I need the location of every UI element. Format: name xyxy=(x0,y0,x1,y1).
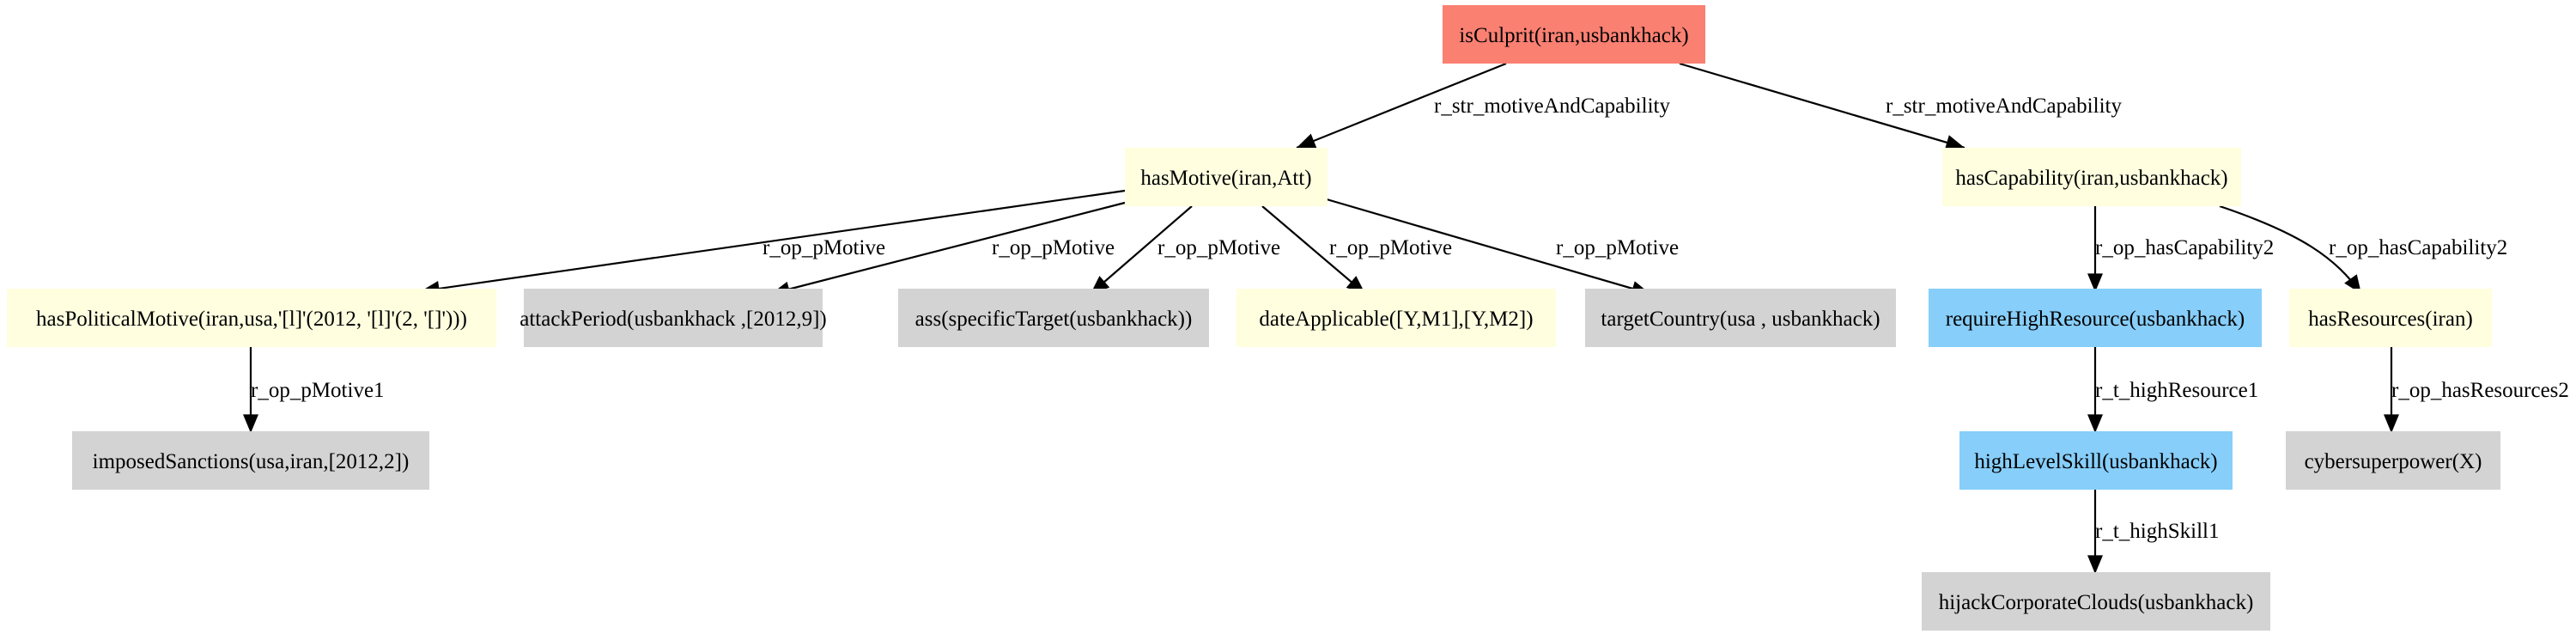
node-ass-box xyxy=(898,289,1209,347)
node-has-political-motive[interactable]: hasPoliticalMotive(iran,usa,'[l]'(2012, … xyxy=(7,289,496,347)
node-date-applicable[interactable]: dateApplicable([Y,M1],[Y,M2]) xyxy=(1236,289,1556,347)
node-has-capability-box xyxy=(1942,148,2241,206)
node-root-label: isCulprit(iran,usbankhack) xyxy=(1459,24,1688,47)
edge-label-motive-date: r_op_pMotive xyxy=(1329,236,1452,259)
edge-label-require-skill: r_t_highResource1 xyxy=(2095,379,2258,402)
edge-label-motive-attackperiod: r_op_pMotive xyxy=(992,236,1115,259)
node-target-country-box xyxy=(1585,289,1896,347)
node-imposed-sanctions[interactable]: imposedSanctions(usa,iran,[2012,2]) xyxy=(72,431,429,490)
node-attack-period-label: attackPeriod(usbankhack ,[2012,9]) xyxy=(519,308,827,331)
node-has-political-motive-label: hasPoliticalMotive(iran,usa,'[l]'(2012, … xyxy=(36,308,467,331)
node-target-country-label: targetCountry(usa , usbankhack) xyxy=(1601,308,1880,331)
node-hijack-corporate-clouds-box xyxy=(1922,572,2270,631)
edge-label-root-motive: r_str_motiveAndCapability xyxy=(1434,94,1670,118)
edge-label-motive-ass: r_op_pMotive xyxy=(1157,236,1280,259)
node-has-motive-label: hasMotive(iran,Att) xyxy=(1140,167,1311,190)
node-has-capability[interactable]: hasCapability(iran,usbankhack) xyxy=(1942,148,2241,206)
node-ass[interactable]: ass(specificTarget(usbankhack)) xyxy=(898,289,1209,347)
node-high-level-skill-box xyxy=(1959,431,2233,490)
edges: r_str_motiveAndCapability r_str_motiveAn… xyxy=(243,62,2569,575)
node-root[interactable]: isCulprit(iran,usbankhack) xyxy=(1443,5,1705,64)
node-target-country[interactable]: targetCountry(usa , usbankhack) xyxy=(1585,289,1896,347)
edge-label-capability-require: r_op_hasCapability2 xyxy=(2095,236,2274,259)
node-cybersuperpower[interactable]: cybersuperpower(X) xyxy=(2286,431,2500,490)
node-has-motive[interactable]: hasMotive(iran,Att) xyxy=(1125,148,1327,206)
edge-label-political-sanctions: r_op_pMotive1 xyxy=(251,379,385,402)
node-require-high-resource-box xyxy=(1929,289,2262,347)
node-date-applicable-box xyxy=(1236,289,1556,347)
edge-label-root-capability: r_str_motiveAndCapability xyxy=(1886,94,2122,118)
node-high-level-skill[interactable]: highLevelSkill(usbankhack) xyxy=(1959,431,2233,490)
edge-motive-date xyxy=(1261,205,1366,295)
edge-motive-attackperiod xyxy=(770,201,1126,297)
node-attack-period[interactable]: attackPeriod(usbankhack ,[2012,9]) xyxy=(519,289,827,347)
edge-label-skill-hijack: r_t_highSkill1 xyxy=(2095,520,2219,543)
node-imposed-sanctions-box xyxy=(72,431,429,490)
node-has-motive-box xyxy=(1125,148,1327,206)
node-ass-label: ass(specificTarget(usbankhack)) xyxy=(915,308,1193,331)
edge-root-capability xyxy=(1679,62,1965,150)
edge-capability-resources xyxy=(2219,204,2362,295)
node-has-resources-box xyxy=(2289,289,2492,347)
node-high-level-skill-label: highLevelSkill(usbankhack) xyxy=(1974,450,2217,473)
node-has-capability-label: hasCapability(iran,usbankhack) xyxy=(1955,167,2227,190)
edge-label-capability-resources: r_op_hasCapability2 xyxy=(2329,236,2507,259)
edge-motive-political xyxy=(420,189,1126,296)
edge-label-motive-political: r_op_pMotive xyxy=(762,236,885,259)
node-cybersuperpower-box xyxy=(2286,431,2500,490)
edge-root-motive xyxy=(1296,62,1507,149)
nodes: isCulprit(iran,usbankhack) hasMotive(ira… xyxy=(7,5,2500,631)
node-hijack-corporate-clouds[interactable]: hijackCorporateClouds(usbankhack) xyxy=(1922,572,2270,631)
node-attack-period-box xyxy=(524,289,823,347)
edge-motive-ass xyxy=(1090,205,1193,295)
node-root-box xyxy=(1443,5,1705,64)
node-require-high-resource[interactable]: requireHighResource(usbankhack) xyxy=(1929,289,2262,347)
edge-label-motive-target: r_op_pMotive xyxy=(1556,236,1679,259)
node-has-resources-label: hasResources(iran) xyxy=(2308,308,2473,331)
node-cybersuperpower-label: cybersuperpower(X) xyxy=(2305,450,2482,473)
node-has-resources[interactable]: hasResources(iran) xyxy=(2289,289,2492,347)
node-hijack-corporate-clouds-label: hijackCorporateClouds(usbankhack) xyxy=(1939,591,2254,614)
edge-motive-target xyxy=(1326,198,1651,296)
node-date-applicable-label: dateApplicable([Y,M1],[Y,M2]) xyxy=(1259,308,1533,331)
node-imposed-sanctions-label: imposedSanctions(usa,iran,[2012,2]) xyxy=(93,450,410,473)
node-has-political-motive-box xyxy=(7,289,496,347)
edge-label-resources-cyber: r_op_hasResources2 xyxy=(2391,379,2569,402)
node-require-high-resource-label: requireHighResource(usbankhack) xyxy=(1946,308,2245,331)
